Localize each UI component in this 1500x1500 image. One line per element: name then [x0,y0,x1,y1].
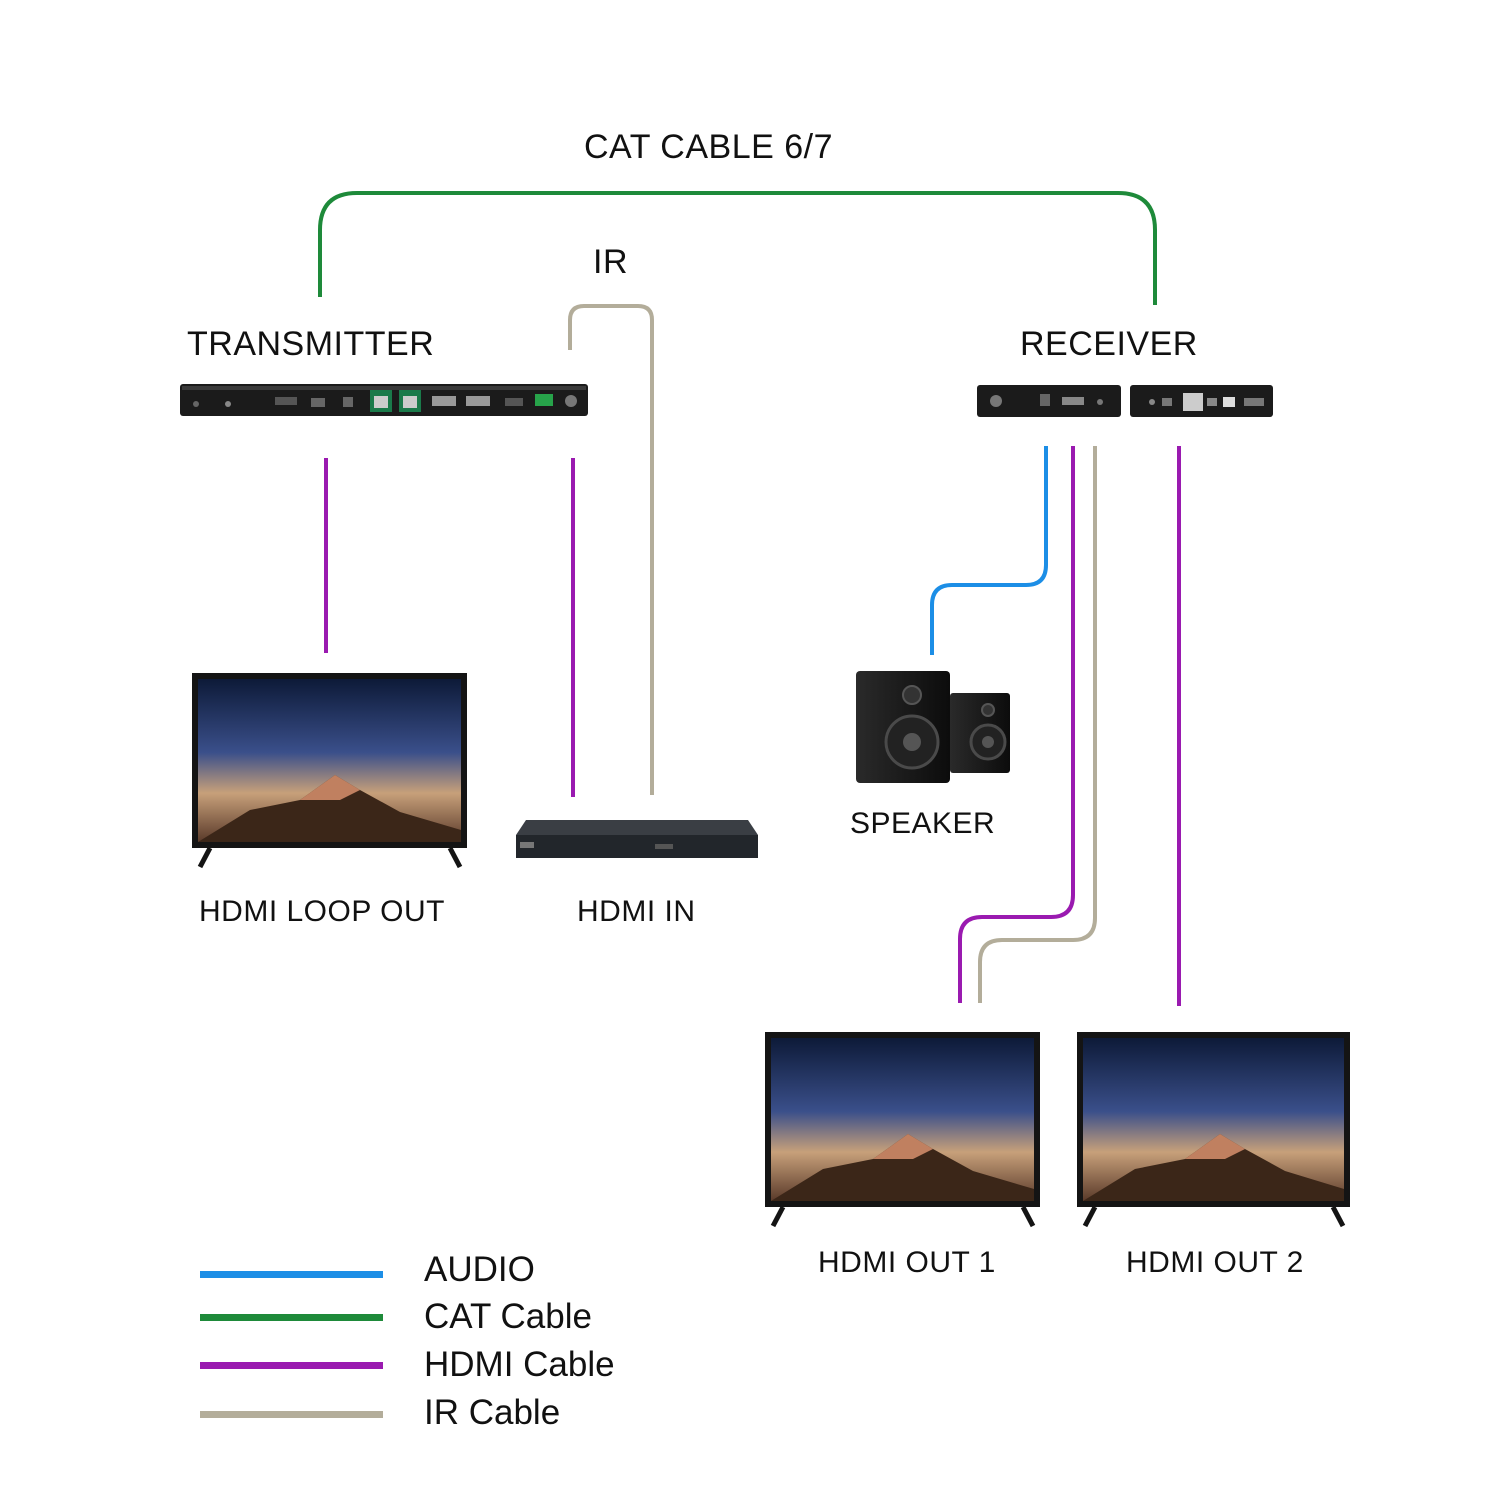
ir-cable-line-transmitter [568,304,654,795]
tv-hdmi-out-1 [765,1032,1040,1228]
transmitter-device [180,384,588,416]
cat-cable-line [318,191,1157,305]
receiver-device-left [977,385,1121,417]
legend-label-hdmi: HDMI Cable [424,1345,615,1384]
legend-label-cat: CAT Cable [424,1297,592,1336]
legend-swatch-hdmi [200,1362,383,1369]
legend-swatch-audio [200,1271,383,1278]
tv-hdmi-out-2 [1077,1032,1350,1228]
hdmi-in-label: HDMI IN [577,895,696,928]
hdmi-loop-out-label: HDMI LOOP OUT [199,895,445,928]
speaker-icon [856,671,1010,783]
receiver-device-right [1130,385,1273,417]
transmitter-label: TRANSMITTER [187,325,435,363]
receiver-label: RECEIVER [1020,325,1198,363]
dvd-player [516,820,758,858]
hdmi-out-2-label: HDMI OUT 2 [1126,1246,1304,1279]
ir-cable-line-receiver [978,446,1097,1003]
legend-label-audio: AUDIO [424,1250,535,1289]
speaker-label: SPEAKER [850,807,996,840]
tv-hdmi-loop-out [192,673,467,869]
cat-cable-label: CAT CABLE 6/7 [584,128,834,166]
legend-swatch-cat [200,1314,383,1321]
hdmi-out-1-label: HDMI OUT 1 [818,1246,996,1279]
legend-swatch-ir [200,1411,383,1418]
audio-cable-line [930,446,1048,655]
hdmi-cable-line-out-1 [958,446,1075,1003]
legend-label-ir: IR Cable [424,1393,561,1432]
ir-label: IR [593,243,628,281]
